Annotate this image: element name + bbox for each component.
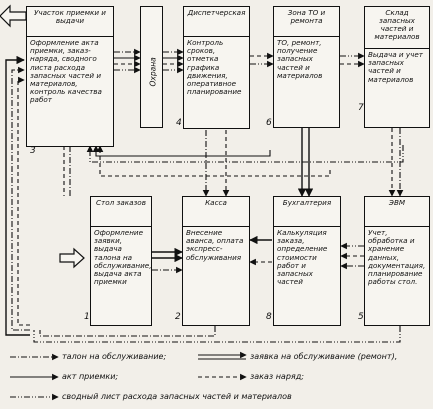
block-warehouse-number: 7	[358, 103, 364, 113]
block-accounting-body: Калькуляция заказа, определение стоимост…	[277, 228, 328, 287]
entry-arrow-bottom	[59, 247, 85, 269]
block-computer-body: Учет, обработка и хранение данных, докум…	[368, 228, 426, 287]
block-dispatch-title: Диспетчерская	[184, 7, 249, 37]
block-dispatch-number: 4	[176, 118, 182, 128]
block-guard-title: Охрана	[148, 57, 158, 87]
block-dispatch: Диспетчерская Контроль сроков, отметка г…	[183, 6, 250, 129]
block-accounting-number: 8	[266, 312, 272, 322]
block-cashier: Касса Внесение аванса, оплата экспресс-о…	[182, 196, 250, 326]
block-reception-body: Оформление акта приемки, заказ-наряда, с…	[30, 38, 102, 105]
block-guard: Охрана	[140, 6, 163, 128]
block-order-desk-body: Оформление заявки, выдача талона на обсл…	[94, 228, 152, 287]
block-accounting-title: Бухгалтерия	[274, 197, 340, 227]
block-order-desk: Стол заказов Оформление заявки, выдача т…	[90, 196, 152, 326]
block-computer-title: ЭВМ	[365, 197, 429, 227]
block-reception-title: Участок приемки и выдачи	[27, 7, 113, 37]
legend-item-work-order: заказ наряд;	[250, 372, 304, 381]
block-cashier-title: Касса	[183, 197, 249, 227]
block-order-desk-title: Стол заказов	[91, 197, 151, 227]
block-order-desk-number: 1	[84, 312, 90, 322]
block-reception: Участок приемки и выдачи Оформление акта…	[26, 6, 114, 147]
legend-item-acceptance-act: акт приемки;	[62, 372, 119, 381]
block-warehouse: Склад запасных частей и материалов Выдач…	[364, 6, 430, 128]
entry-arrow-top	[0, 4, 27, 28]
block-to-zone-number: 6	[266, 118, 272, 128]
block-computer-number: 5	[358, 312, 364, 322]
block-to-zone-title: Зона ТО и ремонта	[274, 7, 339, 37]
legend-item-ticket: талон на обслуживание;	[62, 352, 167, 361]
block-accounting: Бухгалтерия Калькуляция заказа, определе…	[273, 196, 341, 326]
legend-item-parts-summary: сводный лист расхода запасных частей и м…	[62, 392, 292, 401]
block-computer: ЭВМ Учет, обработка и хранение данных, д…	[364, 196, 430, 326]
block-reception-number: 3	[30, 146, 36, 156]
legend-item-service-request: заявка на обслуживание (ремонт),	[250, 352, 398, 361]
block-to-zone: Зона ТО и ремонта ТО, ремонт, получение …	[273, 6, 340, 128]
block-cashier-body: Внесение аванса, оплата экспресс-обслужи…	[186, 228, 244, 262]
block-warehouse-title: Склад запасных частей и материалов	[365, 7, 429, 49]
block-to-zone-body: ТО, ремонт, получение запасных частей и …	[277, 38, 323, 80]
block-warehouse-body: Выдача и учет запасных частей и материал…	[368, 50, 423, 84]
block-cashier-number: 2	[175, 312, 181, 322]
block-dispatch-body: Контроль сроков, отметка графика движени…	[187, 38, 242, 97]
